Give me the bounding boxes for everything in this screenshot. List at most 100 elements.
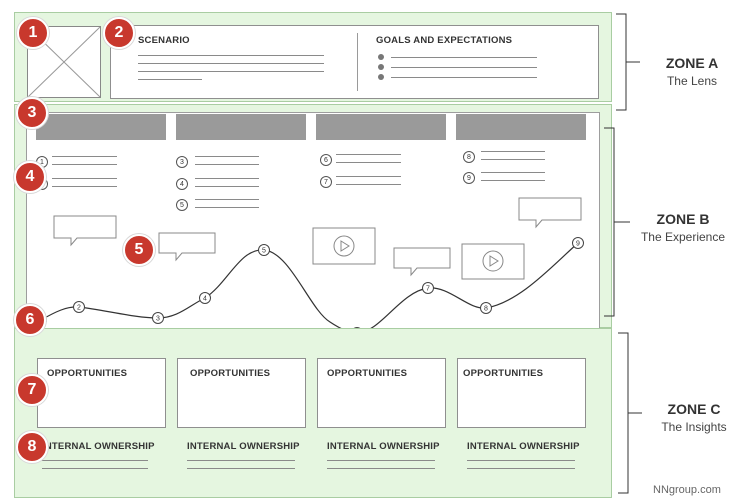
ownership-line bbox=[42, 460, 148, 461]
touchpoint-line bbox=[195, 164, 259, 165]
goal-bullet bbox=[378, 74, 384, 80]
touchpoint-line bbox=[195, 156, 259, 157]
touchpoint-line bbox=[481, 151, 545, 152]
lens-divider bbox=[357, 33, 358, 91]
goal-line bbox=[391, 67, 537, 68]
scenario-line bbox=[138, 71, 324, 72]
speech-bubble bbox=[518, 197, 582, 229]
badge-3: 3 bbox=[16, 97, 48, 129]
emotion-curve bbox=[40, 242, 579, 334]
touchpoint-number: 3 bbox=[176, 156, 188, 168]
scenario-line bbox=[138, 55, 324, 56]
touchpoint-line bbox=[481, 180, 545, 181]
touchpoint-number: 4 bbox=[176, 178, 188, 190]
zone-c-title: ZONE C bbox=[667, 401, 721, 417]
phase-bar bbox=[316, 114, 446, 140]
touchpoint-line bbox=[336, 162, 401, 163]
touchpoint-line bbox=[52, 178, 117, 179]
touchpoint-number: 5 bbox=[176, 199, 188, 211]
badge-5: 5 bbox=[123, 234, 155, 266]
curve-point-label: 7 bbox=[426, 286, 430, 293]
touchpoint-line bbox=[52, 164, 117, 165]
scenario-line bbox=[138, 79, 202, 80]
opportunities-box bbox=[317, 358, 446, 428]
goals-heading: GOALS AND EXPECTATIONS bbox=[376, 35, 513, 46]
opportunities-heading: OPPORTUNITIES bbox=[327, 368, 408, 379]
touchpoint-line bbox=[336, 176, 401, 177]
zone-b-title: ZONE B bbox=[656, 211, 710, 227]
zone-b-subtitle: The Experience bbox=[640, 230, 726, 244]
zone-a-bracket bbox=[616, 13, 640, 111]
zone-c-subtitle: The Insights bbox=[661, 420, 727, 434]
opportunities-box bbox=[457, 358, 586, 428]
scenario-heading: SCENARIO bbox=[138, 35, 190, 46]
touchpoint-line bbox=[195, 186, 259, 187]
touchpoint-line bbox=[481, 172, 545, 173]
ownership-line bbox=[467, 460, 575, 461]
zone-a-subtitle: The Lens bbox=[666, 74, 718, 88]
badge-4: 4 bbox=[14, 161, 46, 193]
zone-c-bracket bbox=[618, 332, 642, 494]
touchpoint-line bbox=[336, 184, 401, 185]
touchpoint-number: 6 bbox=[320, 154, 332, 166]
badge-8: 8 bbox=[16, 431, 48, 463]
ownership-line bbox=[42, 468, 148, 469]
phase-bar bbox=[36, 114, 166, 140]
ownership-heading: INTERNAL OWNERSHIP bbox=[187, 441, 300, 452]
ownership-heading: INTERNAL OWNERSHIP bbox=[467, 441, 580, 452]
curve-point-marker bbox=[480, 302, 492, 314]
badge-6: 6 bbox=[14, 304, 46, 336]
touchpoint-number: 8 bbox=[463, 151, 475, 163]
curve-point-label: 9 bbox=[576, 241, 580, 248]
badge-1: 1 bbox=[17, 17, 49, 49]
opportunities-heading: OPPORTUNITIES bbox=[190, 368, 271, 379]
speech-bubble bbox=[158, 232, 216, 262]
curve-point-marker bbox=[73, 301, 85, 313]
curve-point-marker bbox=[199, 292, 211, 304]
badge-7: 7 bbox=[16, 374, 48, 406]
touchpoint-line bbox=[52, 186, 117, 187]
curve-point-marker bbox=[572, 237, 584, 249]
curve-point-marker bbox=[422, 282, 434, 294]
zone-b-bracket bbox=[604, 127, 630, 317]
footer-credit: NNgroup.com bbox=[653, 484, 721, 496]
speech-bubble bbox=[393, 247, 451, 277]
ownership-line bbox=[327, 460, 435, 461]
phase-bar bbox=[456, 114, 586, 140]
curve-point-label: 2 bbox=[77, 305, 81, 312]
touchpoint-line bbox=[195, 178, 259, 179]
goal-bullet bbox=[378, 54, 384, 60]
opportunities-heading: OPPORTUNITIES bbox=[47, 368, 128, 379]
touchpoint-line bbox=[195, 207, 259, 208]
zone-a-title: ZONE A bbox=[665, 55, 719, 71]
speech-bubble bbox=[53, 215, 117, 247]
curve-point-marker bbox=[152, 312, 164, 324]
ownership-line bbox=[327, 468, 435, 469]
touchpoint-line bbox=[195, 199, 259, 200]
touchpoint-number: 9 bbox=[463, 172, 475, 184]
goal-line bbox=[391, 57, 537, 58]
scenario-line bbox=[138, 63, 324, 64]
opportunities-box bbox=[177, 358, 306, 428]
ownership-line bbox=[187, 468, 295, 469]
ownership-line bbox=[467, 468, 575, 469]
video-frame bbox=[461, 243, 525, 280]
video-frame bbox=[312, 227, 376, 265]
touchpoint-number: 7 bbox=[320, 176, 332, 188]
badge-2: 2 bbox=[103, 17, 135, 49]
touchpoint-line bbox=[481, 159, 545, 160]
opportunities-heading: OPPORTUNITIES bbox=[463, 368, 544, 379]
curve-point-label: 4 bbox=[203, 296, 207, 303]
curve-point-label: 8 bbox=[484, 306, 488, 313]
ownership-heading: INTERNAL OWNERSHIP bbox=[42, 441, 155, 452]
goal-line bbox=[391, 77, 537, 78]
touchpoint-line bbox=[336, 154, 401, 155]
curve-point-marker bbox=[258, 244, 270, 256]
curve-point-label: 5 bbox=[262, 248, 266, 255]
goal-bullet bbox=[378, 64, 384, 70]
ownership-line bbox=[187, 460, 295, 461]
touchpoint-line bbox=[52, 156, 117, 157]
phase-bar bbox=[176, 114, 306, 140]
curve-point-label: 3 bbox=[156, 316, 160, 323]
